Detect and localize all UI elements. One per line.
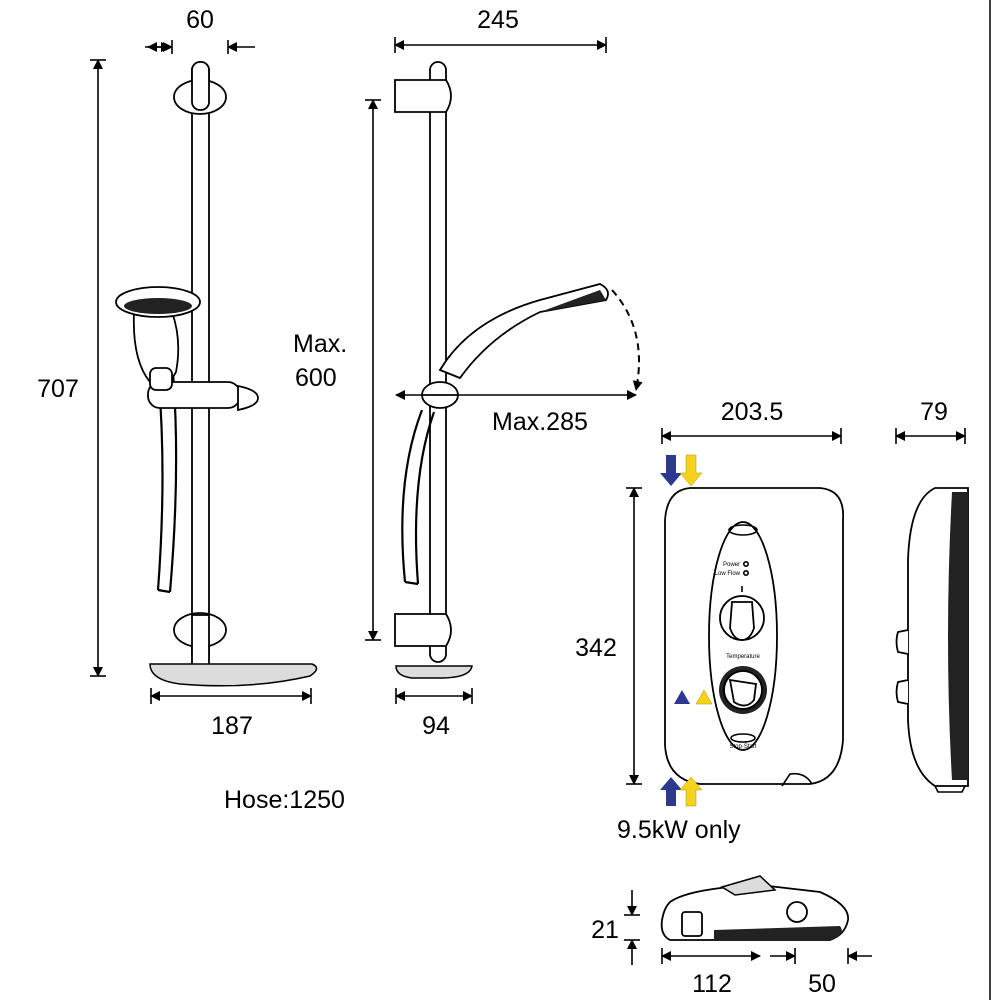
dim-handset-reach: Max.285 <box>395 390 637 436</box>
stop-start-label: Stop·Start <box>729 744 756 750</box>
dim-unit-depth-label: 79 <box>920 398 948 426</box>
dim-rail-projection-label: 245 <box>477 6 519 34</box>
riser-rail <box>191 61 210 663</box>
soap-dish <box>149 663 318 687</box>
dim-bottom-right: 50 <box>770 948 872 998</box>
power-indicator <box>742 560 749 567</box>
low-flow-label: Low Flow <box>715 571 741 577</box>
dim-rail-projection: 245 <box>394 6 607 53</box>
unit-bottom-inlet <box>681 911 703 937</box>
dim-base-width-label: 187 <box>211 712 253 740</box>
power-label: Power <box>723 562 740 568</box>
side-bottom-bracket <box>394 613 452 647</box>
dim-unit-width: 203.5 <box>661 398 842 444</box>
dim-bottom-height: 21 <box>591 890 640 965</box>
dim-unit-depth: 79 <box>895 398 966 444</box>
dim-handset-max-value: 600 <box>295 364 337 392</box>
hot-up-arrow <box>679 776 703 807</box>
rail-bottom-section <box>191 614 210 666</box>
dim-handset-reach-label: Max.285 <box>492 408 588 436</box>
dim-base-width: 187 <box>150 688 312 740</box>
handset-swivel-arc <box>611 289 643 391</box>
side-top-bracket <box>394 79 452 113</box>
side-view-riser-rail: 245 Max. 600 Max.285 <box>293 6 643 740</box>
unit-side-backplate <box>948 492 968 780</box>
inlet-arrows-bottom <box>660 776 703 807</box>
low-flow-indicator <box>742 569 749 576</box>
handset-side-spray <box>540 290 606 312</box>
cold-triangle-indicator <box>674 690 690 704</box>
dim-rail-height-label: 707 <box>37 375 79 403</box>
hose-side-b <box>414 411 436 585</box>
handset-spray-face <box>124 298 192 314</box>
dim-bottom-left: 112 <box>661 948 761 998</box>
unit-bottom-knob <box>720 875 777 896</box>
shower-unit-bottom: 21 112 50 <box>591 875 872 998</box>
dim-bottom-right-label: 50 <box>808 970 836 998</box>
side-soap-dish <box>395 665 473 679</box>
inlet-arrows-top <box>660 454 703 487</box>
slider-knob <box>237 384 259 412</box>
unit-side-knob-lower <box>895 679 909 705</box>
cold-down-arrow <box>660 455 682 486</box>
hose-side-a <box>401 409 424 583</box>
dim-bottom-height-label: 21 <box>591 916 619 944</box>
side-riser-rail <box>429 61 447 663</box>
dim-unit-height-label: 342 <box>575 634 617 662</box>
slider-clip <box>149 367 173 391</box>
dim-rail-height: 707 <box>37 59 106 677</box>
dim-rail-width-label: 60 <box>186 6 214 34</box>
cold-up-arrow <box>660 777 682 806</box>
dim-side-base: 94 <box>395 688 473 740</box>
dim-handset-max: Max. 600 <box>293 99 381 641</box>
dim-bottom-left-label: 112 <box>692 970 732 998</box>
dim-handset-max-label: Max. <box>293 330 347 358</box>
hose-length-note: Hose:1250 <box>224 786 345 814</box>
rail-top-cap <box>191 61 210 111</box>
hot-down-arrow <box>679 454 703 487</box>
unit-bottom-backplate <box>714 926 842 940</box>
shower-unit-front: 203.5 342 Power Low Flow Temperature <box>575 398 844 844</box>
dim-side-base-label: 94 <box>422 712 450 740</box>
rating-note: 9.5kW only <box>617 816 741 844</box>
dim-unit-height: 342 <box>575 487 642 785</box>
shower-unit-side: 79 <box>895 398 969 793</box>
unit-bottom-outlet <box>786 901 808 923</box>
dim-unit-width-label: 203.5 <box>721 398 784 426</box>
unit-side-knob-upper <box>895 629 909 655</box>
hot-triangle-indicator <box>695 689 713 705</box>
front-view-riser-rail: 60 707 <box>37 6 345 814</box>
dim-rail-width: 60 <box>145 6 255 54</box>
temperature-dial-knob <box>728 678 758 707</box>
unit-foot <box>781 772 813 787</box>
temperature-label: Temperature <box>726 654 760 660</box>
flow-dial-knob <box>729 601 755 641</box>
